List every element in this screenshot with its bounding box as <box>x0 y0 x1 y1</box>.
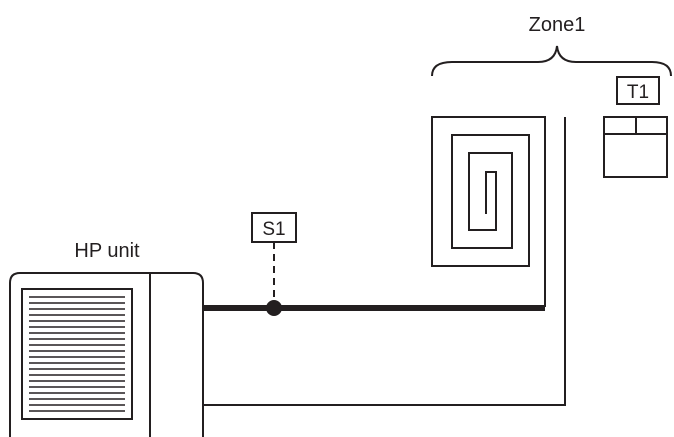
return-pipe <box>202 117 566 406</box>
sensor-tag-box <box>251 212 297 243</box>
thermostat-tag-label: T1 <box>627 82 649 103</box>
underfloor-heating-loop-icon <box>431 116 546 307</box>
fan-grille <box>29 296 125 412</box>
room-thermostat-icon <box>603 116 668 178</box>
thermostat-t1: T1 <box>603 76 668 178</box>
thermostat-tag-box <box>616 76 660 105</box>
sensor-dot-icon <box>266 300 282 316</box>
heat-pump-unit-icon <box>9 272 204 437</box>
sensor-s1: S1 <box>251 212 297 316</box>
zone-brace <box>431 45 672 77</box>
sensor-tag-label: S1 <box>262 219 285 240</box>
hp-unit-label: HP unit <box>74 240 140 262</box>
zone-label: Zone1 <box>529 14 586 36</box>
